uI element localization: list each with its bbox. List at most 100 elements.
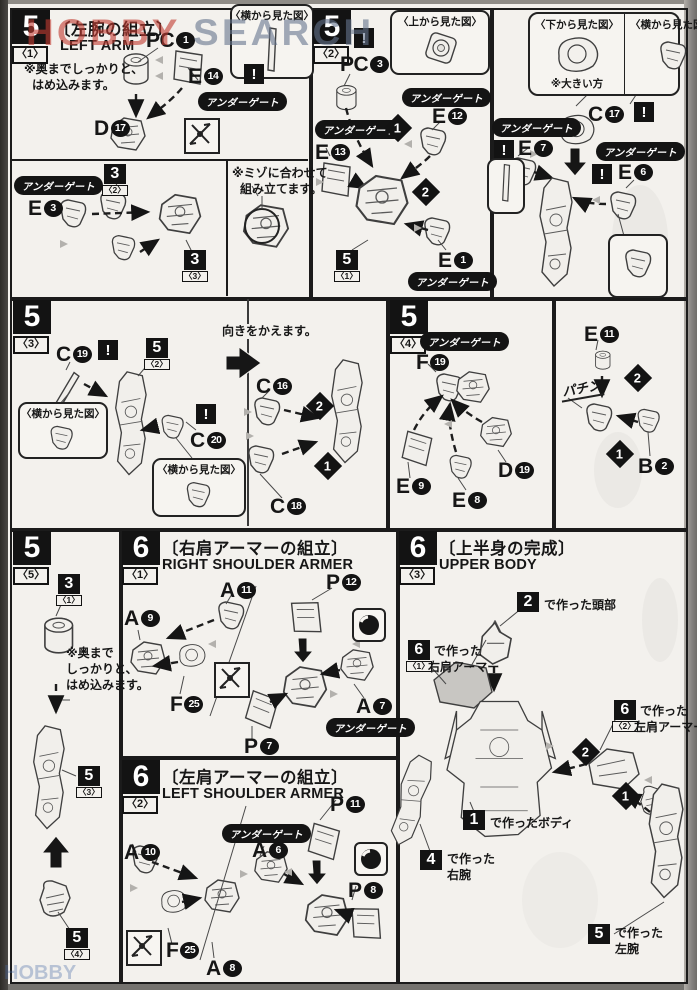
part-letter: C xyxy=(56,343,71,366)
undergate-badge: アンダーゲート xyxy=(420,332,510,351)
part-label-b2: B 2 xyxy=(638,456,674,477)
part-label-e7: E 7 xyxy=(518,138,553,159)
part-label-e1: E 1 xyxy=(438,250,473,271)
ref-substep: 〈2〉 xyxy=(612,721,638,733)
part-number: 7 xyxy=(259,738,279,755)
part-letter: A xyxy=(356,695,371,718)
panel-5-1-subdivider xyxy=(226,161,228,296)
subassembly-5-2-drawing xyxy=(115,371,147,476)
part-label-a9: A 9 xyxy=(124,608,160,629)
left-arm-unit-drawing xyxy=(648,783,684,899)
ref-body-text: で作ったボディ xyxy=(490,816,574,830)
undergate-badge: アンダーゲート xyxy=(198,92,288,111)
ref-3-1: 3 〈1〉 xyxy=(56,574,82,607)
ref-number: 2 xyxy=(517,592,539,612)
ref-larm-text2: 左腕 xyxy=(615,942,640,956)
ref-lshoulder-text2: 左肩アーマー xyxy=(634,720,697,734)
part-label-d17: D 17 xyxy=(94,118,130,139)
no-cut-icon xyxy=(184,118,220,154)
part-number: 3 xyxy=(43,200,63,217)
part-e11-drawing xyxy=(595,350,611,370)
part-number: 10 xyxy=(140,844,160,861)
panel-5-1-divider xyxy=(11,159,308,161)
undergate-badge: アンダーゲート xyxy=(326,718,416,737)
fit-note-line3: はめ込みます。 xyxy=(66,678,149,692)
ref-head-text: で作った頭部 xyxy=(544,598,617,612)
warning-icon: ! xyxy=(634,102,654,122)
part-c20-drawing xyxy=(161,414,184,439)
part-label-a11: A 11 xyxy=(220,580,256,601)
e7-detail-drawing xyxy=(502,163,511,202)
undergate-badge: アンダーゲート xyxy=(315,120,405,139)
step-6-1-header: 6 〈1〉 xyxy=(122,531,160,585)
polycap-top-drawing xyxy=(425,32,457,64)
step-5-4-header: 5 〈4〉 xyxy=(390,300,428,354)
panel-6-3-title-jp: 〔上半身の完成〕 xyxy=(439,540,575,558)
part-a11-drawing xyxy=(218,601,245,630)
ref-3-2: 3 〈2〉 xyxy=(102,164,128,197)
part-label-pc1: PC 1 xyxy=(146,29,196,52)
step-number: 5 xyxy=(12,10,50,44)
step-substep: 〈2〉 xyxy=(122,796,159,814)
side-view-half: 〈横から見た図〉 xyxy=(625,14,697,94)
ref-5-3: 5 〈3〉 xyxy=(76,766,102,799)
part-label-pc3: PC 3 xyxy=(340,53,390,76)
panel-6-2 xyxy=(119,756,400,984)
part-p12-drawing xyxy=(288,598,324,637)
step-number: 5 xyxy=(313,10,351,44)
step-substep: 〈3〉 xyxy=(13,336,50,354)
panel-5-1-title-jp: 〔左腕の組立〕 xyxy=(54,21,173,39)
panel-6-3 xyxy=(396,528,688,984)
ref-number: 6 xyxy=(613,700,636,720)
part-label-c19: C 19 xyxy=(56,344,92,365)
warning-icon: ! xyxy=(98,340,118,360)
part-p11-drawing xyxy=(306,822,341,861)
part-c16-drawing xyxy=(254,397,281,426)
undergate-badge: アンダーゲート xyxy=(222,824,312,843)
scan-edge-top xyxy=(8,0,684,4)
part-letter: E xyxy=(396,475,410,498)
part-label-a8: A 8 xyxy=(206,958,242,979)
part-label-a6: A 6 xyxy=(252,840,288,861)
ref-5-4: 5 〈4〉 xyxy=(64,928,90,961)
warning-icon: ! xyxy=(354,28,374,48)
part-f25-drawing-right xyxy=(179,644,206,667)
ref-lshoulder: 6 〈2〉 xyxy=(612,700,638,733)
ref-number: 1 xyxy=(463,810,485,830)
part-letter: C xyxy=(190,429,205,452)
scan-edge-left xyxy=(0,0,8,990)
view-label: 〈横から見た図〉 xyxy=(21,408,105,420)
part-number: 11 xyxy=(599,326,619,343)
c20-side-view-callout: 〈横から見た図〉 xyxy=(152,458,246,517)
ref-5-2: 5 〈2〉 xyxy=(144,338,170,371)
part-letter: PC xyxy=(340,53,369,76)
part-letter: B xyxy=(638,455,653,478)
view-label: 〈横から見た図〉 xyxy=(230,10,314,22)
fit-note-line2: しっかりと、 xyxy=(66,662,138,676)
part-number: 7 xyxy=(533,140,553,157)
part-label-a10: A 10 xyxy=(124,842,160,863)
step-5-5-header: 5 〈5〉 xyxy=(13,531,51,585)
part-label-c18: C 18 xyxy=(270,496,306,517)
step-5-3-header: 5 〈3〉 xyxy=(13,300,51,354)
part-p8-drawing xyxy=(349,904,384,943)
part-label-a7: A 7 xyxy=(356,696,392,717)
part-letter: A xyxy=(124,841,139,864)
ref-rarm-text2: 右腕 xyxy=(447,868,472,882)
subassembly-3-3-drawing xyxy=(158,193,202,235)
collar-bottom-drawing xyxy=(558,37,599,73)
part-number: 11 xyxy=(236,582,256,599)
part-e3-drawing xyxy=(60,199,87,228)
ref-larm-text1: で作った xyxy=(615,926,664,940)
c19-side-view-callout: 〈横から見た図〉 xyxy=(18,402,108,459)
part-b2-drawing xyxy=(637,408,660,433)
part-letter: E xyxy=(188,65,202,88)
part-number: 12 xyxy=(447,108,467,125)
warning-icon: ! xyxy=(244,64,264,84)
step-substep: 〈1〉 xyxy=(12,46,49,64)
ref-substep: 〈3〉 xyxy=(76,787,102,799)
no-cut-icon xyxy=(214,662,250,698)
part-letter: PC xyxy=(146,29,175,52)
step-substep: 〈3〉 xyxy=(399,567,436,585)
subassembly-5-4-drawing xyxy=(456,371,490,403)
